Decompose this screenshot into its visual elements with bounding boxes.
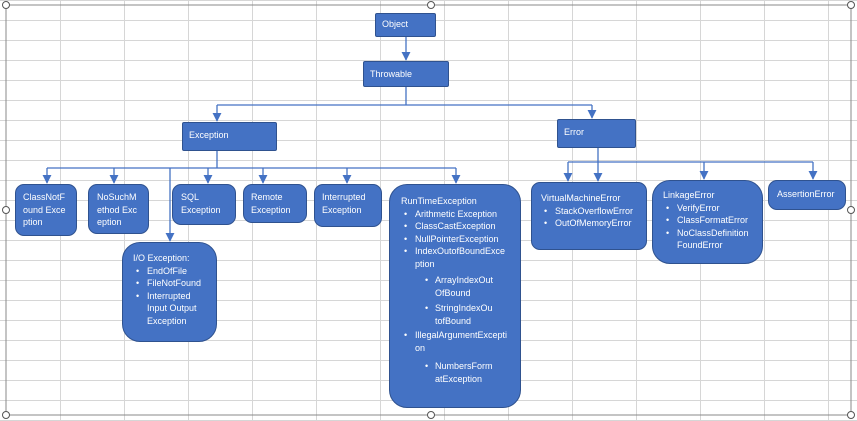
remote-node[interactable]: Remote Exception	[243, 184, 307, 223]
io-exception-node[interactable]: I/O Exception: EndOfFile FileNotFound In…	[122, 242, 217, 342]
resize-handle-top-center[interactable]	[427, 1, 435, 9]
runtime-item-illegalargument: IllegalArgumentException NumbersFormatEx…	[401, 329, 509, 385]
interrupted-label: Interrupted Exception	[322, 192, 366, 215]
resize-handle-top-right[interactable]	[847, 1, 855, 9]
assertion-label: AssertionError	[777, 189, 835, 199]
throwable-node[interactable]: Throwable	[363, 61, 449, 87]
runtime-item-arrayindex: ArrayIndexOutOfBound	[401, 274, 495, 299]
runtime-item-illegalargument-label: IllegalArgumentException	[415, 330, 508, 353]
vm-title: VirtualMachineError	[541, 193, 621, 203]
error-label: Error	[564, 127, 584, 137]
object-label: Object	[382, 19, 409, 29]
illegalargument-children: NumbersFormatException	[401, 360, 509, 385]
sql-label: SQL Exception	[181, 192, 221, 215]
vm-item-outofmemory: OutOfMemoryError	[541, 217, 637, 230]
classnotfound-label: ClassNotFound Exception	[23, 192, 66, 227]
linkage-error-node[interactable]: LinkageError VerifyError ClassFormatErro…	[652, 180, 763, 264]
sql-node[interactable]: SQL Exception	[172, 184, 236, 225]
io-item-interrupted: Interrupted Input Output Exception	[133, 290, 206, 328]
indexoutofbound-children: ArrayIndexOutOfBound StringIndexOutofBou…	[401, 274, 509, 327]
connector-exception-bus	[47, 151, 456, 169]
runtime-item-classcast: ClassCastException	[401, 220, 509, 233]
runtime-item-indexoutofbound: IndexOutofBoundException ArrayIndexOutOf…	[401, 245, 509, 327]
io-exception-list: EndOfFile FileNotFound Interrupted Input…	[133, 265, 206, 328]
linkage-list: VerifyError ClassFormatError NoClassDefi…	[663, 202, 752, 252]
io-exception-title: I/O Exception:	[133, 253, 190, 263]
nosuchmethod-node[interactable]: NoSuchMethod Exception	[88, 184, 149, 234]
error-node[interactable]: Error	[557, 119, 636, 148]
runtime-item-stringindex: StringIndexOutofBound	[401, 302, 495, 327]
runtime-list: Arithmetic Exception ClassCastException …	[401, 208, 509, 386]
remote-label: Remote Exception	[251, 192, 291, 215]
runtime-item-nullpointer: NullPointerException	[401, 233, 509, 246]
nosuchmethod-label: NoSuchMethod Exception	[97, 192, 138, 227]
assertion-error-node[interactable]: AssertionError	[768, 180, 846, 210]
linkage-title: LinkageError	[663, 190, 715, 200]
resize-handle-middle-left[interactable]	[2, 206, 10, 214]
virtualmachine-error-node[interactable]: VirtualMachineError StackOverflowError O…	[531, 182, 647, 250]
vm-item-stackoverflow: StackOverflowError	[541, 205, 637, 218]
resize-handle-top-left[interactable]	[2, 1, 10, 9]
io-item-endoffile: EndOfFile	[133, 265, 206, 278]
throwable-label: Throwable	[370, 69, 413, 79]
resize-handle-bottom-right[interactable]	[847, 411, 855, 419]
exception-label: Exception	[189, 130, 229, 140]
resize-handle-bottom-left[interactable]	[2, 411, 10, 419]
classnotfound-node[interactable]: ClassNotFound Exception	[15, 184, 77, 236]
linkage-item-noclassdef: NoClassDefinitionFoundError	[663, 227, 751, 252]
connector-error-bus	[568, 148, 813, 163]
interrupted-node[interactable]: Interrupted Exception	[314, 184, 382, 227]
io-item-filenotfound: FileNotFound	[133, 277, 206, 290]
connector-throwable-bus	[217, 87, 592, 106]
linkage-item-verify: VerifyError	[663, 202, 752, 215]
runtime-item-numberformat: NumbersFormatException	[401, 360, 495, 385]
vm-list: StackOverflowError OutOfMemoryError	[541, 205, 637, 230]
linkage-item-classformat: ClassFormatError	[663, 214, 752, 227]
runtime-exception-node[interactable]: RunTimeException Arithmetic Exception Cl…	[389, 184, 521, 408]
runtime-title: RunTimeException	[401, 196, 477, 206]
resize-handle-bottom-center[interactable]	[427, 411, 435, 419]
runtime-item-arithmetic: Arithmetic Exception	[401, 208, 509, 221]
object-node[interactable]: Object	[375, 13, 436, 37]
exception-node[interactable]: Exception	[182, 122, 277, 151]
resize-handle-middle-right[interactable]	[847, 206, 855, 214]
runtime-item-indexoutofbound-label: IndexOutofBoundException	[415, 246, 506, 269]
